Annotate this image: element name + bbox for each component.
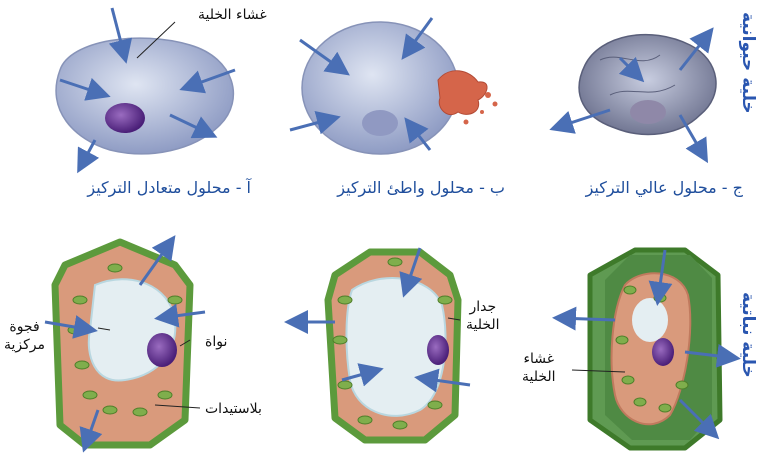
animal-cell-hypotonic <box>290 18 498 154</box>
side-label-animal-cell: خلية حيوانية <box>738 12 758 114</box>
label-cell-wall: جدار الخلية <box>466 298 500 334</box>
label-nucleus: نواة <box>205 333 227 351</box>
label-central-vacuole: فجوة مركزية <box>4 318 45 354</box>
nucleus-shape <box>105 103 145 133</box>
label-plastids: بلاستيدات <box>205 400 262 418</box>
plant-cell-isotonic <box>45 240 205 447</box>
plant-cell-hypotonic <box>290 248 470 440</box>
burst-cytoplasm <box>438 71 487 115</box>
label-cell-membrane-plant: غشاء الخلية <box>522 350 556 386</box>
animal-cell-hypertonic <box>555 32 716 158</box>
label-cell-membrane-animal: غشاء الخلية <box>198 6 267 24</box>
plant-cell-hypertonic <box>558 250 735 448</box>
animal-cell-isotonic <box>56 8 235 168</box>
caption-isotonic: آ - محلول متعادل التركيز <box>87 178 251 197</box>
caption-hypertonic: ج - محلول عالي التركيز <box>586 178 743 197</box>
side-label-plant-cell: خلية نباتية <box>738 292 758 378</box>
caption-hypotonic: ب - محلول واطئ التركيز <box>337 178 505 197</box>
